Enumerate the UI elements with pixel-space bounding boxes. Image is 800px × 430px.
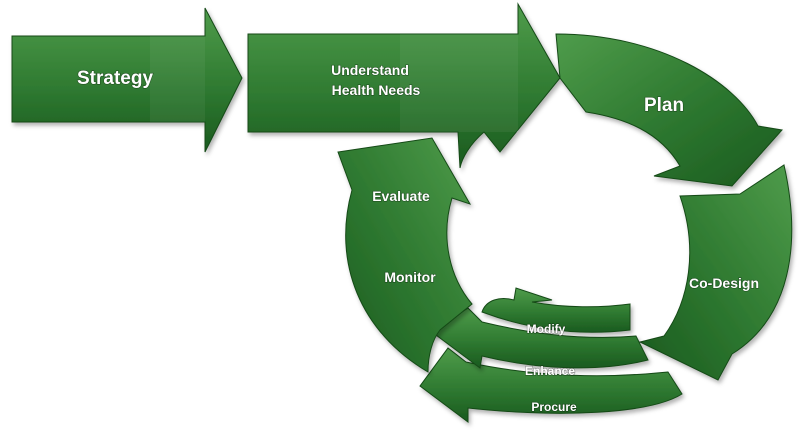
- understand-health-needs-arrow: [247, 2, 561, 169]
- modify-label: Modify: [527, 322, 566, 336]
- modify-arrow: [481, 287, 631, 333]
- strategy-label: Strategy: [77, 68, 153, 89]
- monitor-label: Monitor: [384, 269, 436, 285]
- monitor-evaluate-arrow: [337, 137, 473, 373]
- understand-label-line1: Understand: [331, 62, 409, 78]
- enhance-label: Enhance: [525, 364, 575, 378]
- procure-arrow: [419, 347, 683, 423]
- co-design-label: Co-Design: [689, 275, 759, 291]
- strategy-arrow: [11, 7, 243, 153]
- plan-arrow: [555, 33, 783, 187]
- procure-label: Procure: [531, 400, 577, 414]
- evaluate-label: Evaluate: [372, 188, 430, 204]
- plan-label: Plan: [644, 95, 684, 116]
- co-design-arrow: [638, 164, 793, 381]
- understand-label-line2: Health Needs: [332, 82, 421, 98]
